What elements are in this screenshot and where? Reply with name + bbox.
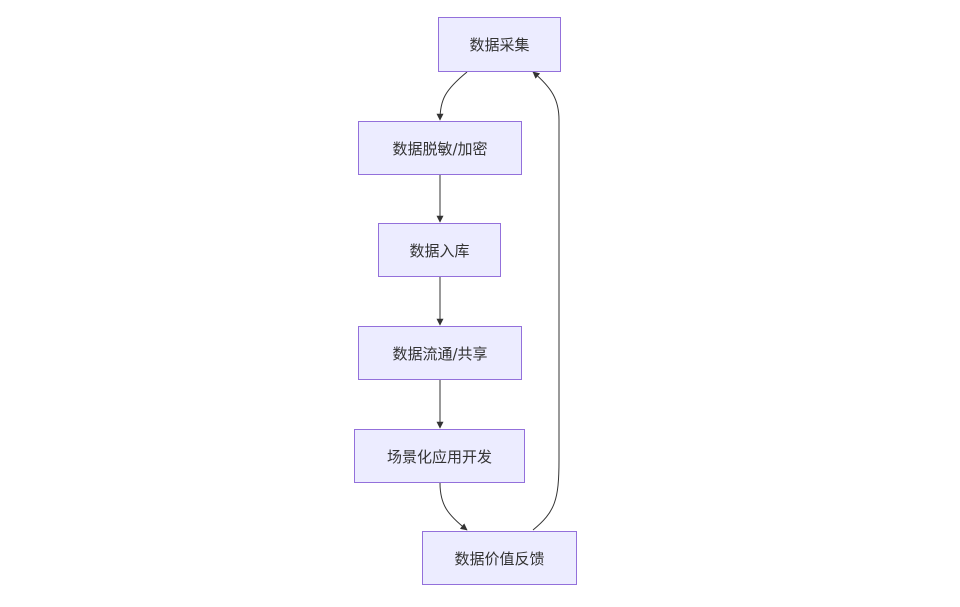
node-label: 数据价值反馈 xyxy=(454,549,545,568)
node-share: 数据流通/共享 xyxy=(358,326,522,380)
node-collect: 数据采集 xyxy=(438,17,561,72)
node-label: 数据流通/共享 xyxy=(392,344,488,363)
node-label: 数据入库 xyxy=(409,241,470,260)
node-store: 数据入库 xyxy=(378,223,501,277)
node-feedback: 数据价值反馈 xyxy=(422,531,577,585)
node-desensitize: 数据脱敏/加密 xyxy=(358,121,522,175)
node-develop: 场景化应用开发 xyxy=(354,429,525,483)
edge-develop-to-feedback xyxy=(439,482,468,531)
edge-feedback-to-collect xyxy=(532,71,560,531)
node-label: 数据采集 xyxy=(469,36,530,54)
edge-collect-to-desensitize xyxy=(436,71,468,121)
node-label: 场景化应用开发 xyxy=(386,447,492,466)
node-label: 数据脱敏/加密 xyxy=(392,139,488,158)
